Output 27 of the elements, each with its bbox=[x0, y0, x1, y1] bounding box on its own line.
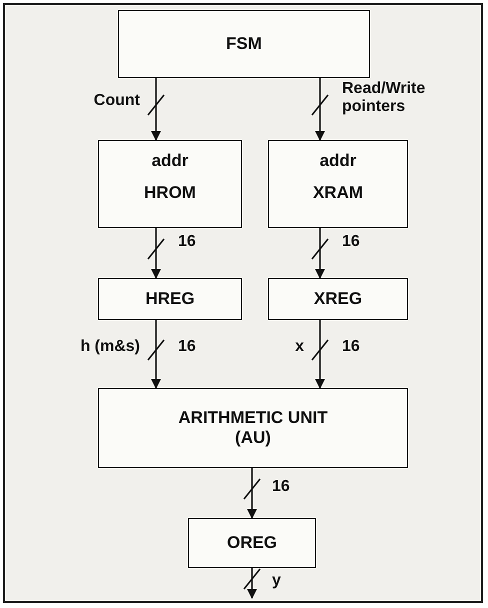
box-label: XRAM bbox=[312, 182, 364, 203]
bus-width-label: 16 bbox=[178, 338, 196, 356]
register-box bbox=[188, 518, 316, 568]
memory-box bbox=[268, 140, 408, 228]
bus-width-label: 16 bbox=[342, 338, 360, 356]
box-label: HREG bbox=[145, 288, 195, 310]
port-label: addr bbox=[152, 151, 188, 172]
memory-box bbox=[98, 140, 242, 228]
box-label: OREG bbox=[226, 532, 278, 554]
box-label: (AU) bbox=[235, 428, 271, 448]
box-label: FSM bbox=[226, 34, 262, 54]
register-box bbox=[98, 278, 242, 320]
edge-label: 16 bbox=[272, 478, 291, 496]
box-label: HROM bbox=[144, 182, 196, 203]
port-label: addr bbox=[320, 151, 356, 172]
edge-label: Read/Write pointers bbox=[342, 80, 426, 117]
unit-box bbox=[98, 388, 408, 468]
box-label: XREG bbox=[314, 288, 362, 310]
controller-box bbox=[118, 10, 370, 78]
edge-label: Count bbox=[92, 92, 140, 110]
edge-label: 16 bbox=[178, 233, 197, 252]
box-label: ARITHMETIC UNIT bbox=[178, 408, 328, 428]
register-box bbox=[268, 278, 408, 320]
edge-label: x bbox=[294, 338, 304, 356]
edge-label: h (m&s) bbox=[79, 338, 140, 356]
edge-label: y bbox=[272, 572, 282, 590]
edge-label: 16 bbox=[342, 233, 361, 252]
